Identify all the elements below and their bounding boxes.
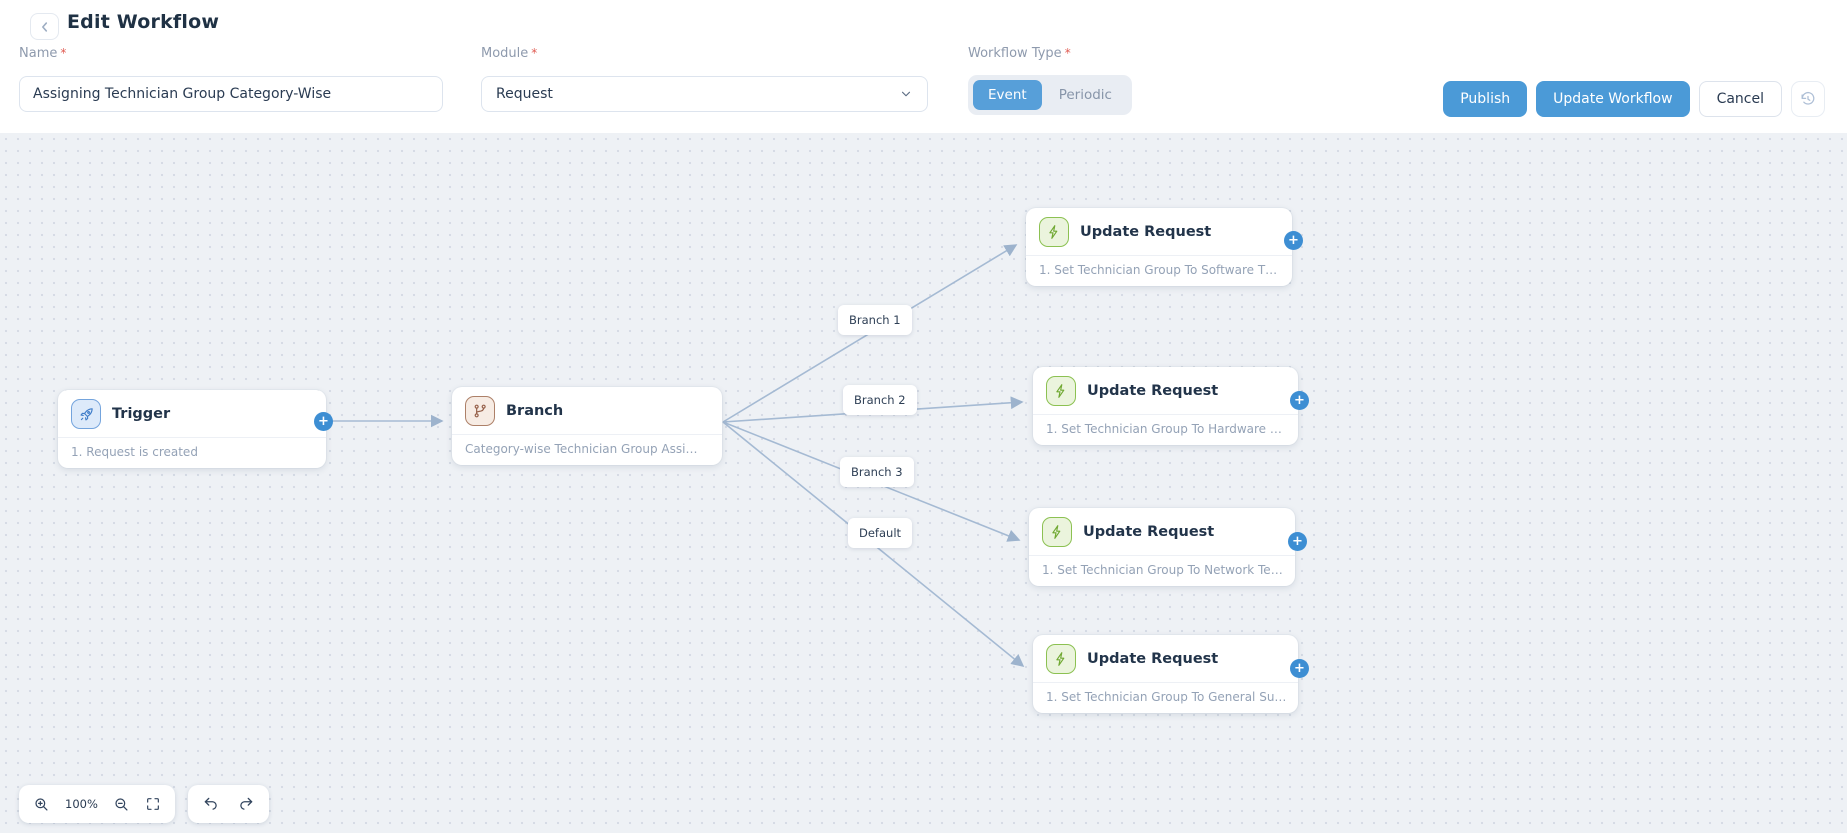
- module-select-value: Request: [496, 86, 553, 102]
- zoom-in-icon: [33, 796, 50, 813]
- toggle-option-periodic[interactable]: Periodic: [1044, 80, 1127, 110]
- trigger-node[interactable]: Trigger 1. Request is created: [58, 390, 326, 468]
- add-node-button[interactable]: +: [1288, 532, 1307, 551]
- edge-label-default[interactable]: Default: [848, 518, 913, 548]
- node-title: Update Request: [1087, 383, 1219, 399]
- zoom-level: 100%: [65, 797, 98, 811]
- zoom-in-button[interactable]: [33, 796, 50, 813]
- back-button[interactable]: [30, 13, 59, 40]
- zoom-out-icon: [113, 796, 130, 813]
- edge-label-branch-2[interactable]: Branch 2: [843, 385, 917, 415]
- history-restore-icon: [1799, 90, 1817, 108]
- required-asterisk: *: [1064, 46, 1071, 60]
- bolt-icon: [1042, 517, 1072, 547]
- zoom-toolbar: 100%: [19, 785, 175, 823]
- header: Edit Workflow Name* Module* Request Work…: [0, 0, 1847, 133]
- update-request-node[interactable]: Update Request 1. Set Technician Group T…: [1033, 635, 1298, 713]
- branch-icon: [465, 396, 495, 426]
- node-title: Update Request: [1087, 651, 1219, 667]
- reset-history-button[interactable]: [1791, 81, 1825, 117]
- edge-label-branch-3[interactable]: Branch 3: [840, 457, 914, 487]
- redo-button[interactable]: [237, 795, 255, 813]
- page-title: Edit Workflow: [67, 11, 220, 33]
- node-subtitle: Category-wise Technician Group Assi…: [452, 434, 722, 465]
- undo-icon: [202, 795, 220, 813]
- update-request-node[interactable]: Update Request 1. Set Technician Group T…: [1026, 208, 1292, 286]
- update-workflow-button[interactable]: Update Workflow: [1536, 81, 1690, 117]
- fit-screen-icon: [145, 796, 161, 812]
- update-request-node[interactable]: Update Request 1. Set Technician Group T…: [1033, 367, 1298, 445]
- chevron-left-icon: [38, 20, 52, 34]
- bolt-icon: [1046, 644, 1076, 674]
- name-field-label: Name*: [19, 46, 67, 61]
- zoom-out-button[interactable]: [113, 796, 130, 813]
- edge-label-branch-1[interactable]: Branch 1: [838, 305, 912, 335]
- workflow-edges: [330, 244, 1025, 668]
- node-title: Update Request: [1080, 224, 1212, 240]
- node-subtitle: 1. Set Technician Group To Software T…: [1026, 255, 1292, 286]
- undo-button[interactable]: [202, 795, 220, 813]
- workflow-type-field-label: Workflow Type*: [968, 46, 1071, 61]
- node-title: Branch: [506, 403, 564, 419]
- publish-button[interactable]: Publish: [1443, 81, 1528, 117]
- toggle-option-event[interactable]: Event: [973, 80, 1042, 110]
- redo-icon: [237, 795, 255, 813]
- module-field-label: Module*: [481, 46, 538, 61]
- bolt-icon: [1046, 376, 1076, 406]
- node-subtitle: 1. Set Technician Group To Network Te…: [1029, 555, 1295, 586]
- bolt-icon: [1039, 217, 1069, 247]
- history-toolbar: [188, 785, 269, 823]
- rocket-icon: [71, 399, 101, 429]
- branch-node[interactable]: Branch Category-wise Technician Group As…: [452, 387, 722, 465]
- add-node-button[interactable]: +: [1290, 659, 1309, 678]
- header-actions: Publish Update Workflow Cancel: [1443, 81, 1825, 117]
- required-asterisk: *: [531, 46, 538, 60]
- fit-screen-button[interactable]: [145, 796, 161, 812]
- workflow-canvas[interactable]: Branch 1 Branch 2 Branch 3 Default Trigg…: [0, 133, 1847, 833]
- update-request-node[interactable]: Update Request 1. Set Technician Group T…: [1029, 508, 1295, 586]
- node-title: Update Request: [1083, 524, 1215, 540]
- workflow-type-toggle: Event Periodic: [968, 75, 1132, 115]
- workflow-name-input[interactable]: [19, 76, 443, 112]
- module-select[interactable]: Request: [481, 76, 928, 112]
- node-subtitle: 1. Set Technician Group To General Su…: [1033, 682, 1298, 713]
- add-node-button[interactable]: +: [1284, 231, 1303, 250]
- node-title: Trigger: [112, 406, 171, 422]
- chevron-down-icon: [899, 87, 913, 101]
- add-node-button[interactable]: +: [1290, 391, 1309, 410]
- node-subtitle: 1. Request is created: [58, 437, 326, 468]
- add-node-button[interactable]: +: [314, 412, 333, 431]
- node-subtitle: 1. Set Technician Group To Hardware …: [1033, 414, 1298, 445]
- cancel-button[interactable]: Cancel: [1698, 81, 1782, 117]
- required-asterisk: *: [60, 46, 67, 60]
